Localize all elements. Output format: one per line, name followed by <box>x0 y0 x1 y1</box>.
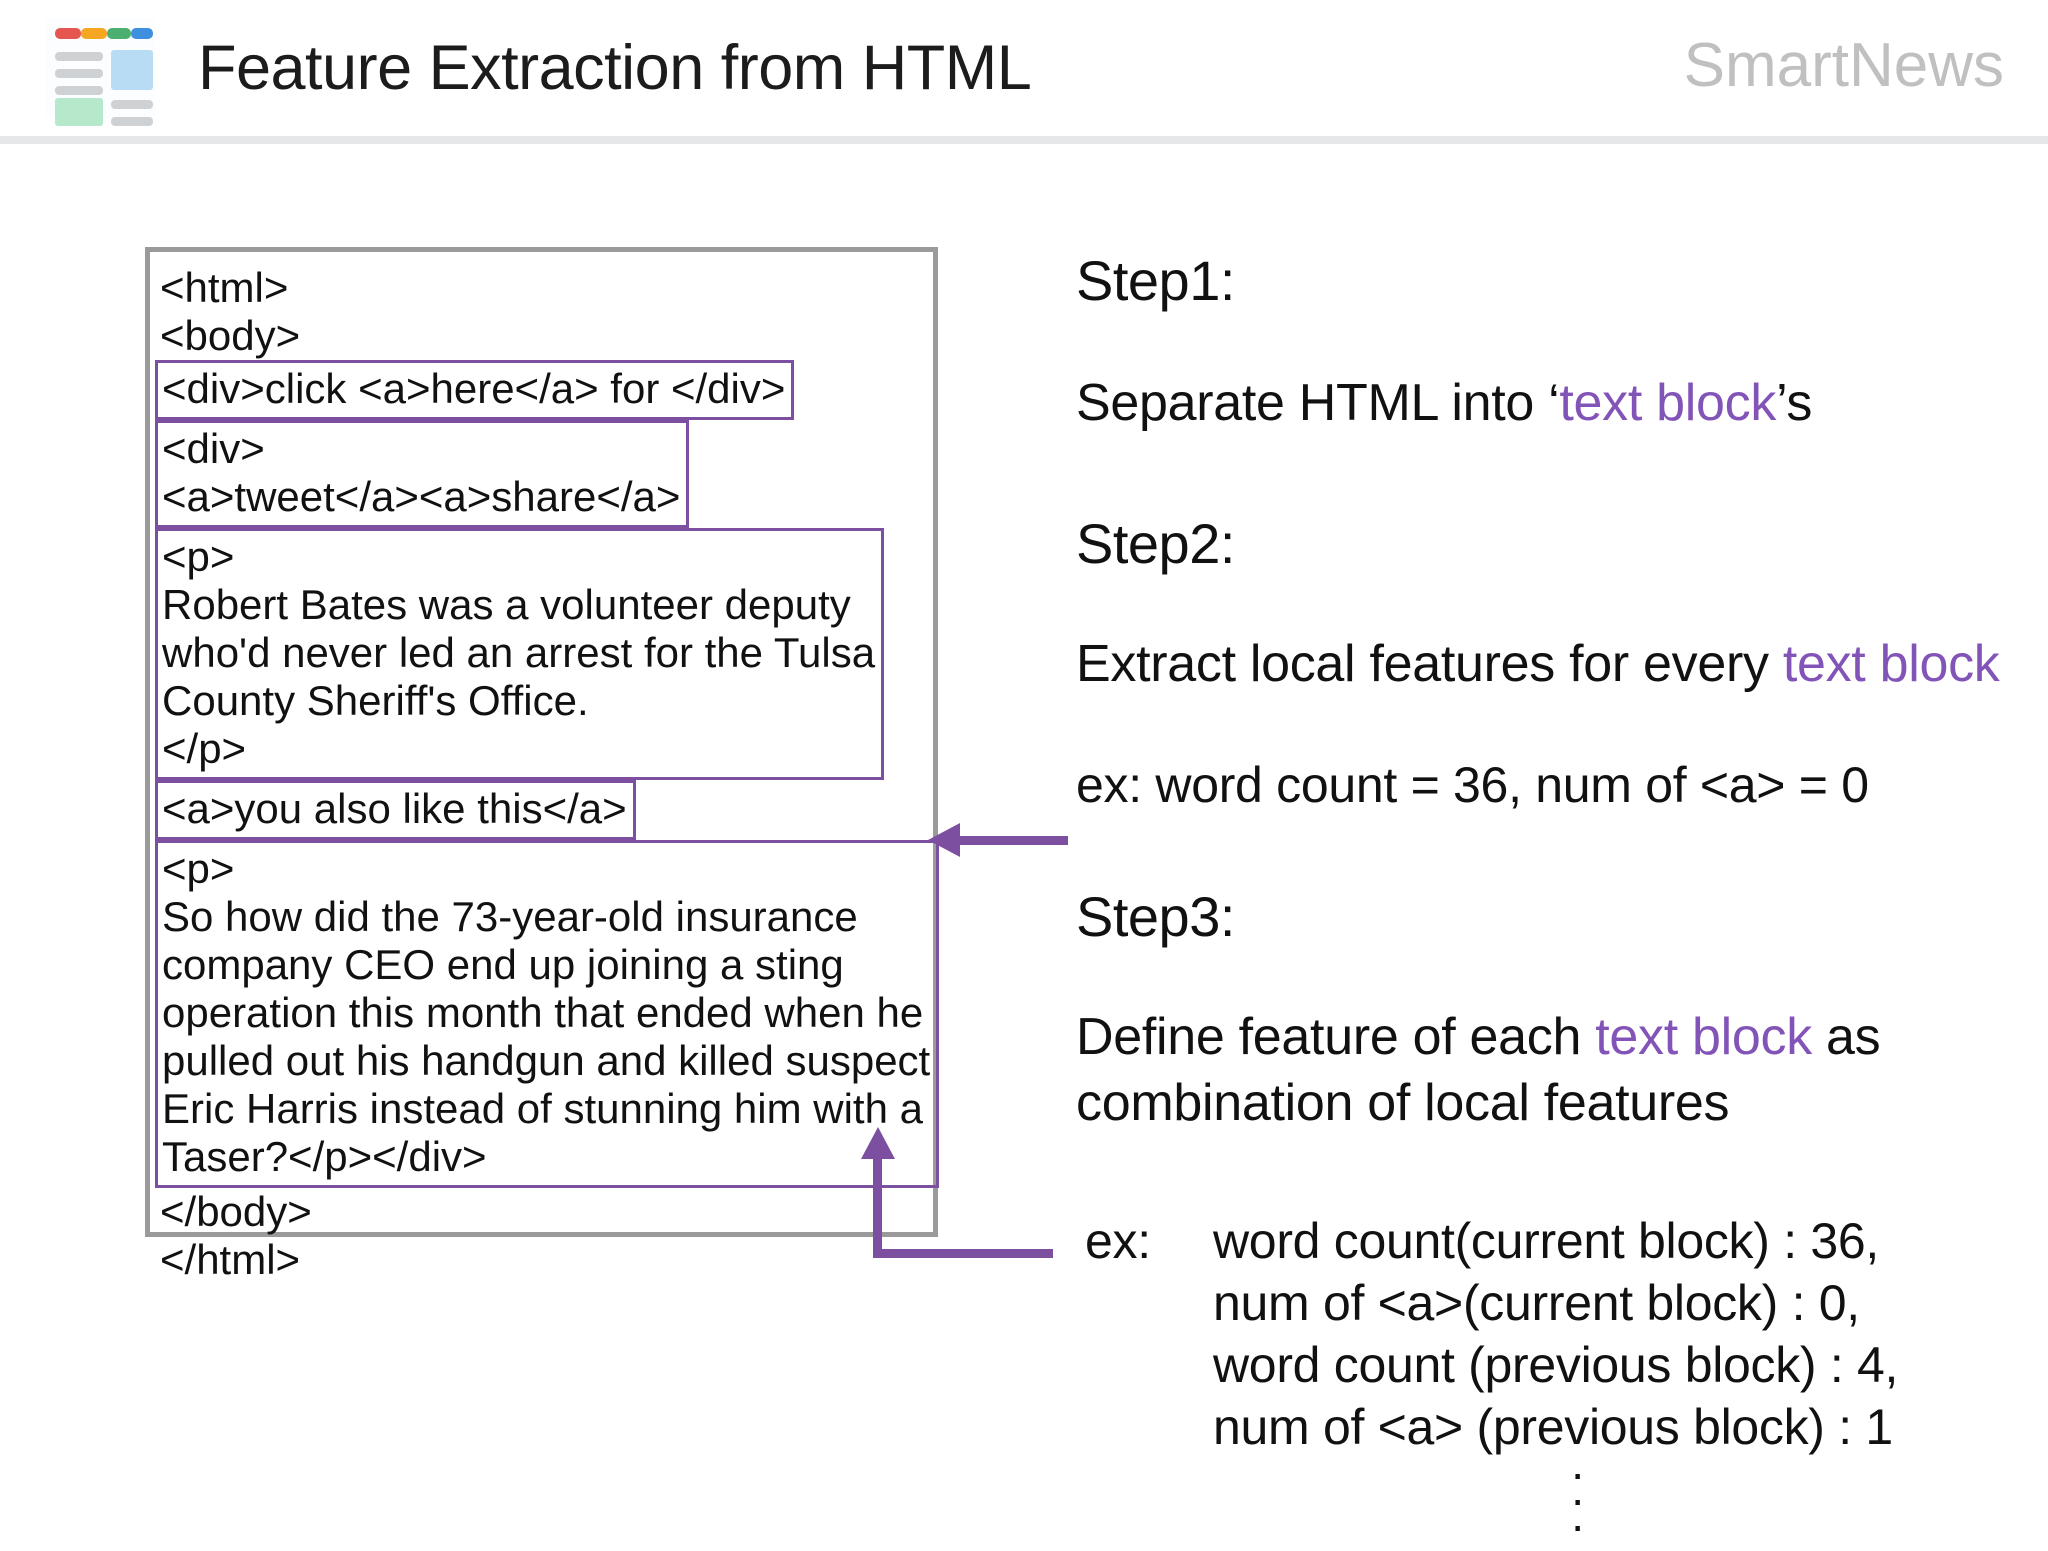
header-divider <box>0 136 2048 144</box>
step3-heading: Step3: <box>1076 885 1235 948</box>
code-line: operation this month that ended when he <box>162 989 924 1036</box>
code-line-body-open: <body> <box>160 312 301 359</box>
step1-body-pre: Separate HTML into ‘ <box>1076 374 1560 432</box>
brand-logo-text: SmartNews <box>1683 31 2004 100</box>
step2-example: ex: word count = 36, num of <a> = 0 <box>1076 757 1869 813</box>
ellipsis-dot: · <box>1570 1499 1586 1551</box>
code-line: <a>tweet</a><a>share</a> <box>162 473 681 520</box>
code-line: <p> <box>162 533 235 580</box>
step2-body-pre: Extract local features for every <box>1076 635 1783 693</box>
vertical-ellipsis: · · · <box>1570 1447 1586 1551</box>
page-title: Feature Extraction from HTML <box>198 33 1032 103</box>
step3-body-line2: combination of local features <box>1076 1074 1730 1132</box>
arrow-step2-head <box>928 823 960 857</box>
step1-highlight: text block <box>1559 374 1777 432</box>
code-line-html-close: </html> <box>160 1236 301 1283</box>
text-block-p-bates: <p> Robert Bates was a volunteer deputy … <box>155 528 885 780</box>
arrow-step2-shaft <box>958 836 1068 845</box>
code-line-body-close: </body> <box>160 1188 312 1235</box>
step2-heading: Step2: <box>1076 512 1235 575</box>
step3-highlight: text block <box>1595 1008 1812 1066</box>
code-line: <a>you also like this</a> <box>162 785 627 832</box>
steps-column: Step1: Separate HTML into ‘text block’s … <box>1076 248 2036 1133</box>
code-line: County Sheriff's Office. <box>162 677 589 724</box>
step3-example-value: word count(current block) : 36, <box>1213 1213 1879 1269</box>
code-line: <div>click <a>here</a> for </div> <box>162 365 786 412</box>
code-line: company CEO end up joining a sting <box>162 941 844 988</box>
ellipsis-dot: · <box>1570 1473 1586 1525</box>
code-line: <div> <box>162 425 265 472</box>
text-block-p-taser: <p> So how did the 73-year-old insurance… <box>155 840 940 1188</box>
step3-example-row: num of <a> (previous block) : 1 <box>1085 1396 1898 1458</box>
step2-body: Extract local features for every text bl… <box>1076 634 2036 694</box>
step3-example-row: num of <a>(current block) : 0, <box>1085 1272 1898 1334</box>
step1-heading: Step1: <box>1076 249 1235 312</box>
code-line: Eric Harris instead of stunning him with… <box>162 1085 923 1132</box>
arrow-step3-shaft-vertical <box>873 1148 882 1253</box>
step3-example-label: ex: <box>1085 1213 1151 1269</box>
text-block-a-youalso: <a>you also like this</a> <box>155 780 636 840</box>
arrow-step3-shaft-horizontal <box>873 1249 1053 1258</box>
arrow-step3-head <box>861 1127 895 1159</box>
step3-example-row: ex: word count(current block) : 36, <box>1085 1210 1898 1272</box>
code-line: Robert Bates was a volunteer deputy <box>162 581 851 628</box>
text-block-div-click: <div>click <a>here</a> for </div> <box>155 360 795 420</box>
html-source-panel: <html> <body> <div>click <a>here</a> for… <box>145 247 940 1283</box>
step2-highlight: text block <box>1782 635 2000 693</box>
code-line: pulled out his handgun and killed suspec… <box>162 1037 931 1084</box>
code-line: </p> <box>162 725 247 772</box>
text-block-div-share: <div> <a>tweet</a><a>share</a> <box>155 420 690 528</box>
code-line: Taser?</p></div> <box>162 1133 487 1180</box>
page-header: Feature Extraction from HTML SmartNews <box>0 0 2048 138</box>
step3-body-pre: Define feature of each <box>1076 1008 1596 1066</box>
code-line: who'd never led an arrest for the Tulsa <box>162 629 876 676</box>
code-line: <p> <box>162 845 235 892</box>
code-line: So how did the 73-year-old insurance <box>162 893 858 940</box>
step1-body: Separate HTML into ‘text block’s <box>1076 373 2036 433</box>
ellipsis-dot: · <box>1570 1447 1586 1499</box>
step3-example-row: word count (previous block) : 4, <box>1085 1334 1898 1396</box>
step3-example-value: num of <a> (previous block) : 1 <box>1213 1399 1893 1455</box>
step3-body-post: as <box>1811 1008 1881 1066</box>
step1-body-post: ’s <box>1776 374 1813 432</box>
code-line-html-open: <html> <box>160 264 289 311</box>
step3-example-table: ex: word count(current block) : 36, num … <box>1085 1210 1898 1458</box>
step3-example-value: num of <a>(current block) : 0, <box>1213 1275 1860 1331</box>
step3-body-line1: Define feature of each text block as <box>1076 1007 2036 1067</box>
newspaper-logo-icon <box>45 18 155 126</box>
step3-example-value: word count (previous block) : 4, <box>1213 1337 1899 1393</box>
